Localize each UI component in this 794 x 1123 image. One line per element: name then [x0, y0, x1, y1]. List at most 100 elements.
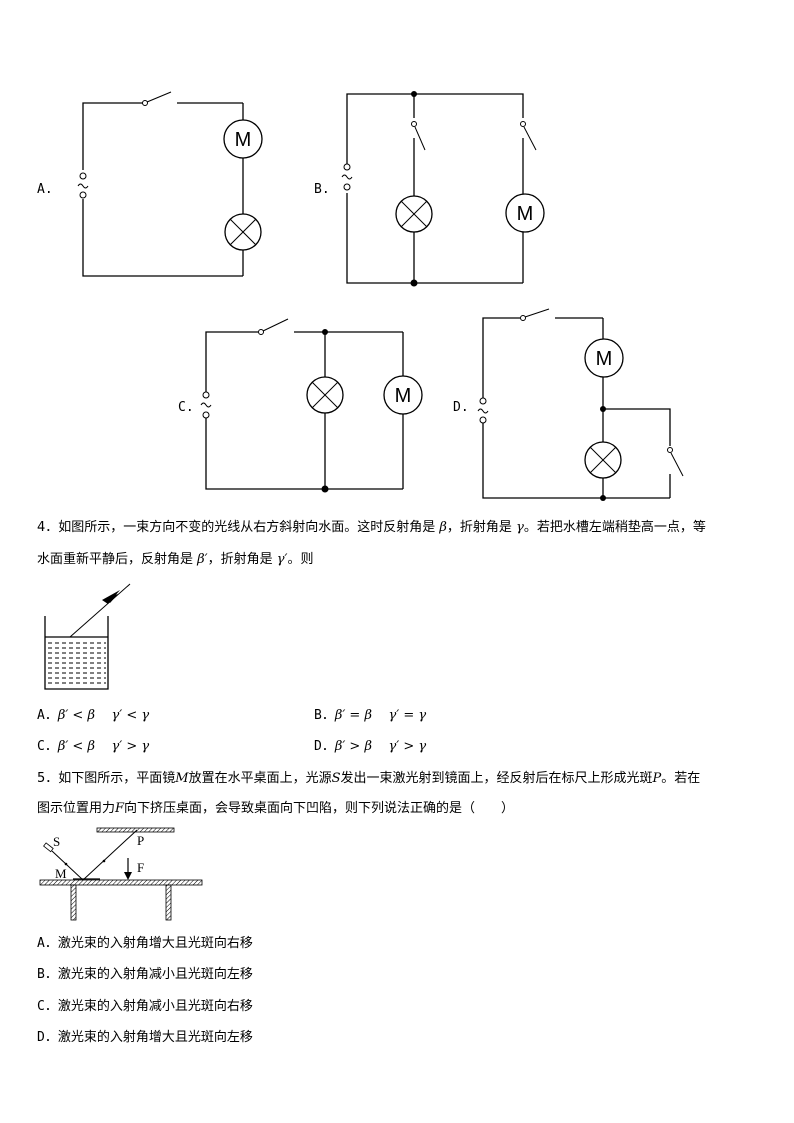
motor-icon: M [505, 193, 545, 233]
junction-dot [321, 485, 329, 493]
option-label: C． [37, 999, 58, 1014]
label-s: S [53, 834, 60, 849]
motor-icon: M [223, 119, 263, 159]
motor-icon: M [584, 338, 624, 378]
option-label-c: C. [178, 400, 194, 415]
option-text: 激光束的入射角减小且光斑向右移 [57, 999, 253, 1014]
motor-icon: M [383, 375, 423, 415]
question-text: ，折射角是 [446, 520, 517, 535]
junction-dot [410, 279, 418, 287]
math-symbol: M [175, 771, 189, 786]
math-symbol: F [115, 801, 125, 816]
lamp-icon [395, 195, 433, 233]
label-m: M [55, 866, 67, 881]
reflected-ray [82, 829, 138, 881]
water-tank-figure [44, 583, 131, 690]
label-f: F [137, 860, 144, 875]
junction-dot [411, 91, 417, 97]
math-symbol: P [652, 771, 662, 786]
svg-text:M: M [395, 385, 412, 407]
option-label: C． [37, 739, 58, 754]
option-label-b: B. [314, 182, 330, 197]
q4-option-a[interactable]: A．β′ < β γ′ < γ [37, 706, 149, 726]
option-label: A． [37, 708, 58, 723]
option-text: β′ > β γ′ > γ [334, 739, 427, 754]
question-4-line-2: 水面重新平静后，反射角是 β′，折射角是 γ′。则 [37, 550, 314, 570]
switch-icon [520, 308, 550, 321]
option-label: D． [37, 1030, 58, 1045]
option-label: B． [37, 967, 58, 982]
option-text: 激光束的入射角增大且光斑向左移 [57, 1030, 253, 1045]
question-text: 。则 [287, 552, 314, 567]
svg-text:M: M [517, 203, 534, 225]
question-text: ，折射角是 [207, 552, 277, 567]
table-top [39, 879, 203, 886]
switch-icon [258, 318, 289, 335]
option-text: β′ < β γ′ < γ [57, 708, 150, 723]
option-text: β′ < β γ′ > γ [57, 739, 150, 754]
question-text: 4．如图所示，一束方向不变的光线从右方斜射向水面。这时反射角是 [37, 520, 440, 535]
q5-option-c[interactable]: C．激光束的入射角减小且光斑向右移 [37, 997, 253, 1017]
math-symbol: S [331, 771, 341, 786]
option-label-d: D. [453, 400, 469, 415]
option-text: 激光束的入射角增大且光斑向右移 [57, 936, 253, 951]
laser-source-icon [43, 842, 54, 853]
switch-icon [142, 100, 148, 106]
ac-source-icon [477, 397, 489, 424]
table-leg [165, 884, 172, 921]
question-4-line-1: 4．如图所示，一束方向不变的光线从右方斜射向水面。这时反射角是 β，折射角是 γ… [37, 518, 706, 538]
water-dashes [48, 642, 106, 684]
table-leg [70, 884, 77, 921]
option-text: β′ = β γ′ = γ [334, 708, 427, 723]
lamp-icon [224, 213, 262, 251]
arrow-head-icon [102, 590, 120, 604]
option-label: A． [37, 936, 58, 951]
q4-option-c[interactable]: C．β′ < β γ′ > γ [37, 737, 149, 757]
option-label-a: A. [37, 182, 53, 197]
math-symbol: β [439, 520, 447, 535]
q5-option-b[interactable]: B．激光束的入射角减小且光斑向左移 [37, 965, 253, 985]
question-text: 向下挤压桌面，会导致桌面向下凹陷，则下列说法正确的是（ ） [124, 801, 515, 816]
question-text: 图示位置用力 [37, 801, 116, 816]
incident-ray [51, 850, 84, 881]
arrow-down-icon [124, 872, 132, 880]
question-text: 。若在 [661, 771, 701, 786]
circuit-a-diagram: M [77, 91, 263, 277]
lamp-icon [306, 376, 344, 414]
math-symbol: β′ [197, 552, 208, 567]
junction-dot [600, 406, 606, 412]
option-label: B． [314, 708, 335, 723]
label-p: P [137, 833, 144, 848]
option-text: 激光束的入射角减小且光斑向左移 [57, 967, 253, 982]
option-label: D． [314, 739, 335, 754]
math-symbol: γ [516, 520, 524, 535]
circuit-b-diagram: M [341, 91, 545, 287]
ac-source-icon [77, 172, 89, 199]
switch-icon [411, 121, 426, 151]
question-text: 。若把水槽左端稍垫高一点，等 [523, 520, 706, 535]
switch-icon [520, 121, 537, 151]
question-text: 5．如下图所示，平面镜 [37, 771, 176, 786]
svg-text:M: M [596, 348, 613, 370]
ac-source-icon [200, 391, 212, 419]
q4-option-d[interactable]: D．β′ > β γ′ > γ [314, 737, 426, 757]
question-text: 水面重新平静后，反射角是 [37, 552, 198, 567]
ac-source-icon [341, 163, 353, 191]
lamp-icon [584, 441, 622, 479]
question-text: 发出一束激光射到镜面上，经反射后在标尺上形成光斑 [340, 771, 653, 786]
question-text: 放置在水平桌面上，光源 [188, 771, 332, 786]
q5-option-d[interactable]: D．激光束的入射角增大且光斑向左移 [37, 1028, 253, 1048]
light-ray [69, 583, 131, 638]
q4-option-b[interactable]: B．β′ = β γ′ = γ [314, 706, 426, 726]
circuit-c-diagram: M [200, 318, 423, 493]
junction-dot [322, 329, 328, 335]
question-5-line-2: 图示位置用力F向下挤压桌面，会导致桌面向下凹陷，则下列说法正确的是（ ） [37, 799, 514, 819]
q5-option-a[interactable]: A．激光束的入射角增大且光斑向右移 [37, 934, 253, 954]
svg-text:M: M [235, 129, 252, 151]
math-symbol: γ′ [276, 552, 288, 567]
switch-icon [667, 447, 684, 477]
circuit-d-diagram: M [477, 308, 684, 501]
question-5-line-1: 5．如下图所示，平面镜M放置在水平桌面上，光源S发出一束激光射到镜面上，经反射后… [37, 769, 700, 789]
mirror-table-figure: S P M F [39, 827, 203, 921]
junction-dot [600, 495, 606, 501]
